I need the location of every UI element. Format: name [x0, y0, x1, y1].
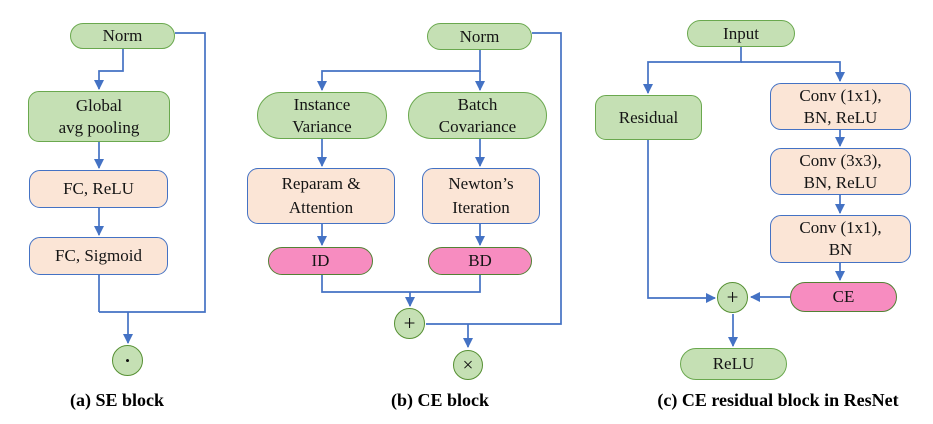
- scale-operator-icon: •: [112, 345, 143, 376]
- node-batch-covariance-line2: Covariance: [438, 116, 517, 136]
- node-fc-relu: FC, ReLU: [29, 170, 168, 208]
- node-instance-variance-line2: Variance: [292, 116, 352, 136]
- node-norm-b: Norm: [427, 23, 532, 50]
- node-conv1x1-bn-line1: Conv (1x1),: [799, 218, 882, 237]
- node-input: Input: [687, 20, 795, 47]
- node-instance-variance-line1: Instance: [293, 94, 351, 114]
- node-newtons-iteration: Newton’s Iteration: [422, 168, 540, 224]
- node-bd: BD: [428, 247, 532, 275]
- node-conv1x1-bn-line2: BN: [828, 240, 853, 259]
- caption-ce-residual-block: (c) CE residual block in ResNet: [657, 390, 899, 410]
- node-ce: CE: [790, 282, 897, 312]
- node-conv3x3-bn-relu-line1: Conv (3x3),: [799, 150, 882, 170]
- node-relu: ReLU: [680, 348, 787, 380]
- node-instance-variance: Instance Variance: [257, 92, 387, 139]
- node-conv3x3-bn-relu: Conv (3x3), BN, ReLU: [770, 148, 911, 195]
- node-global-avg-pooling-line1: Global: [75, 95, 123, 115]
- node-conv3x3-bn-relu-line2: BN, ReLU: [803, 172, 878, 192]
- caption-se-block: (a) SE block: [69, 390, 165, 410]
- node-reparam-attention-line2: Attention: [288, 198, 354, 217]
- node-reparam-attention: Reparam & Attention: [247, 168, 395, 224]
- node-reparam-attention-line1: Reparam &: [281, 174, 361, 193]
- node-fc-sigmoid: FC, Sigmoid: [29, 237, 168, 275]
- node-batch-covariance: Batch Covariance: [408, 92, 547, 139]
- node-batch-covariance-line1: Batch: [457, 94, 498, 114]
- node-global-avg-pooling: Global avg pooling: [28, 91, 170, 142]
- node-id: ID: [268, 247, 373, 275]
- node-conv1x1-bn-relu-line1: Conv (1x1),: [799, 85, 882, 105]
- node-norm-a: Norm: [70, 23, 175, 49]
- node-conv1x1-bn-relu: Conv (1x1), BN, ReLU: [770, 83, 911, 130]
- add-operator-icon-b: +: [394, 308, 425, 339]
- add-operator-icon-c: +: [717, 282, 748, 313]
- node-conv1x1-bn: Conv (1x1), BN: [770, 215, 911, 263]
- caption-ce-block: (b) CE block: [390, 390, 489, 410]
- node-newtons-iteration-line2: Iteration: [452, 198, 510, 217]
- node-global-avg-pooling-line2: avg pooling: [58, 117, 140, 137]
- multiply-operator-icon: ×: [453, 350, 483, 380]
- node-conv1x1-bn-relu-line2: BN, ReLU: [803, 107, 878, 127]
- node-newtons-iteration-line1: Newton’s: [448, 174, 514, 193]
- node-residual: Residual: [595, 95, 702, 140]
